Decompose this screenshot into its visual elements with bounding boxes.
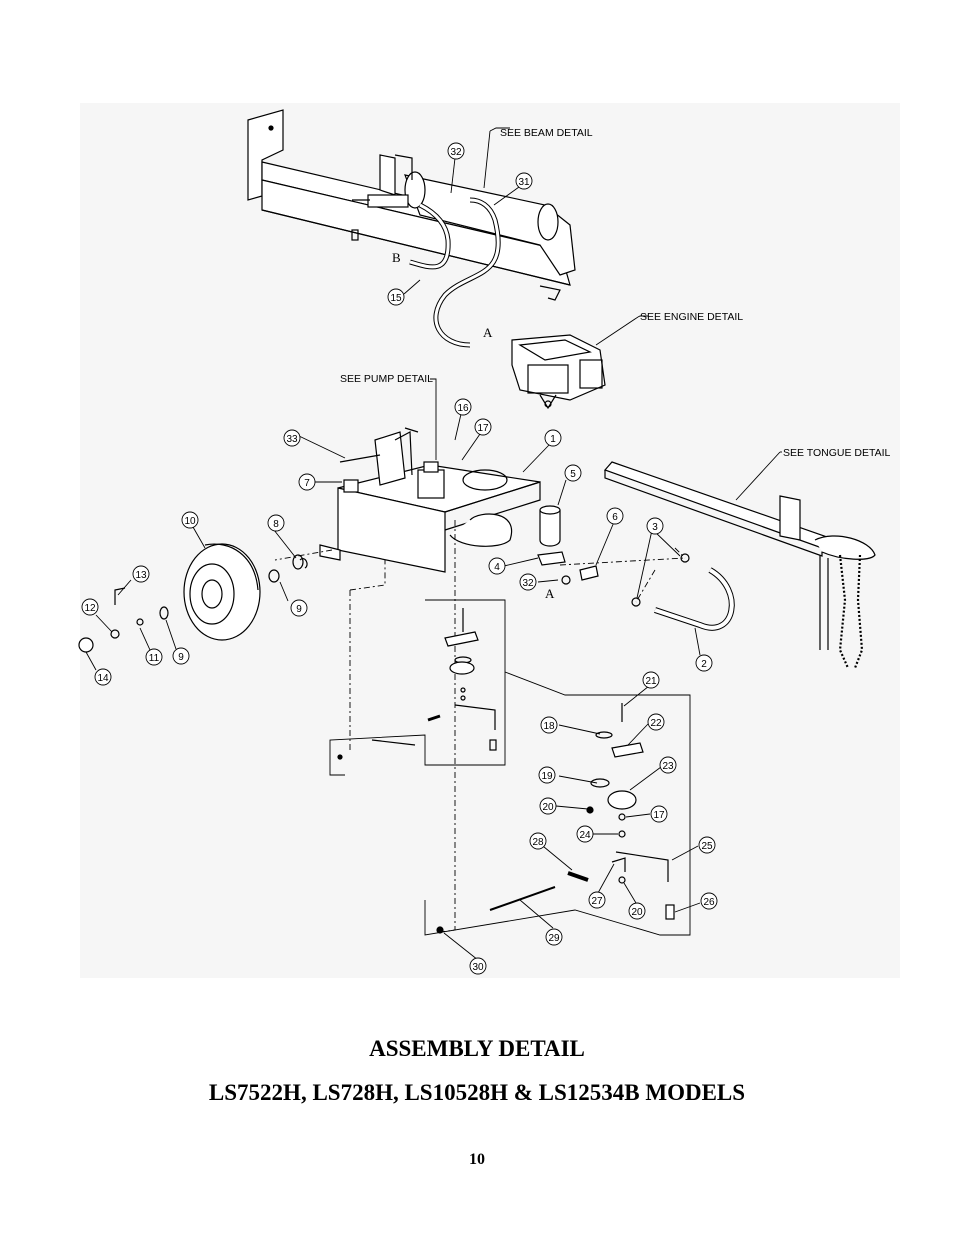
part-14: 14 bbox=[97, 673, 109, 684]
part-5: 5 bbox=[570, 469, 576, 480]
part-31: 31 bbox=[518, 177, 530, 188]
part-33: 33 bbox=[286, 434, 298, 445]
part-8: 8 bbox=[273, 519, 279, 530]
wheel bbox=[78, 543, 308, 653]
callout-circles bbox=[81, 142, 718, 975]
part-18: 18 bbox=[543, 721, 555, 732]
callout-pump: SEE PUMP DETAIL bbox=[340, 373, 433, 385]
detail-inset-upper bbox=[329, 599, 691, 936]
engine bbox=[511, 334, 606, 410]
page-title: ASSEMBLY DETAIL bbox=[369, 1036, 585, 1061]
part-10: 10 bbox=[184, 516, 196, 527]
part-16: 16 bbox=[457, 403, 469, 414]
part-6: 6 bbox=[612, 512, 618, 523]
part-32-lower: 32 bbox=[522, 578, 534, 589]
part-4: 4 bbox=[494, 562, 500, 573]
tongue bbox=[603, 461, 876, 669]
part-9-right: 9 bbox=[296, 604, 302, 615]
part-23: 23 bbox=[662, 761, 674, 772]
part-29: 29 bbox=[548, 933, 560, 944]
hose-15 bbox=[409, 202, 451, 270]
ref-a-lower: A bbox=[545, 586, 555, 601]
part-27: 27 bbox=[591, 896, 603, 907]
part-21: 21 bbox=[645, 676, 657, 687]
part-19: 19 bbox=[541, 771, 553, 782]
callout-engine: SEE ENGINE DETAIL bbox=[640, 311, 743, 323]
part-12: 12 bbox=[84, 603, 96, 614]
detail-inset-lower bbox=[436, 703, 675, 934]
ref-a-upper: A bbox=[483, 325, 493, 340]
pump bbox=[343, 461, 445, 499]
callout-tongue: SEE TONGUE DETAIL bbox=[783, 447, 891, 459]
part-15: 15 bbox=[390, 293, 402, 304]
part-13: 13 bbox=[135, 570, 147, 581]
page-number: 10 bbox=[469, 1151, 485, 1168]
part-11: 11 bbox=[149, 653, 160, 664]
u-bolt bbox=[631, 553, 735, 631]
ref-b: B bbox=[392, 250, 401, 265]
part-32-upper: 32 bbox=[450, 147, 462, 158]
part-17-lower: 17 bbox=[653, 810, 665, 821]
callout-beam: SEE BEAM DETAIL bbox=[500, 127, 593, 139]
model-list: LS7522H, LS728H, LS10528H & LS12534B MOD… bbox=[208, 1080, 746, 1105]
part-24: 24 bbox=[579, 830, 591, 841]
part-3: 3 bbox=[652, 522, 658, 533]
part-20-upper: 20 bbox=[542, 802, 554, 813]
part-9-left: 9 bbox=[178, 652, 184, 663]
hose-31 bbox=[433, 197, 501, 348]
part-1: 1 bbox=[550, 434, 556, 445]
part-28: 28 bbox=[532, 837, 544, 848]
part-2: 2 bbox=[701, 659, 707, 670]
part-30: 30 bbox=[472, 962, 484, 973]
filter bbox=[537, 505, 599, 585]
part-7: 7 bbox=[304, 478, 310, 489]
leader-lines bbox=[85, 130, 781, 961]
part-20-lower: 20 bbox=[631, 907, 643, 918]
part-22: 22 bbox=[650, 718, 662, 729]
part-25: 25 bbox=[701, 841, 713, 852]
assembly-drawing: SEE BEAM DETAIL SEE ENGINE DETAIL SEE PU… bbox=[78, 109, 891, 975]
part-26: 26 bbox=[703, 897, 715, 908]
part-17-upper: 17 bbox=[477, 423, 489, 434]
